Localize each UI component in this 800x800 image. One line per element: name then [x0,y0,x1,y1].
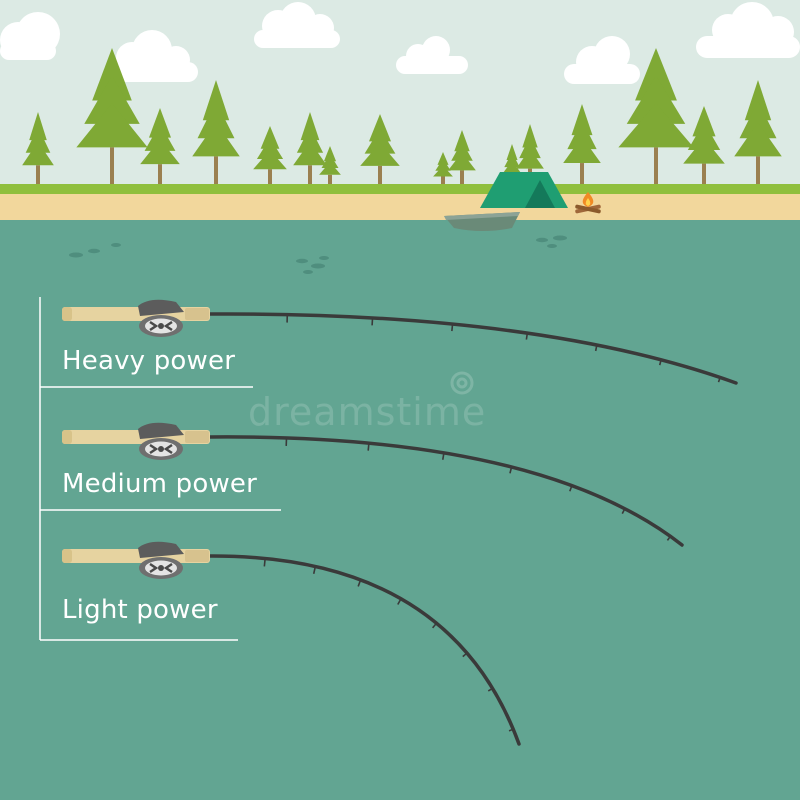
rod-guide [717,377,721,383]
pine-tree [140,108,180,186]
rod-guide [666,535,671,541]
watermark-logo [450,371,474,395]
pine-tree [683,106,725,186]
pine-tree [448,130,476,186]
cloud [0,12,60,60]
pine-tree [734,80,782,186]
sand-beach [0,194,800,220]
reel-icon [138,422,184,460]
fishing-rods [62,299,738,746]
pine-tree [360,114,400,186]
cloud [254,2,340,48]
trees [22,48,782,186]
reel-icon [138,541,184,579]
rod-guide [509,466,513,474]
pine-tree [192,80,240,186]
clouds [0,2,800,84]
rod-guide [312,566,317,574]
rod-guide [594,344,598,352]
rod-guide [441,452,445,460]
rod-guide [569,485,573,492]
rod-guide [462,652,468,658]
rod-guide [263,558,266,567]
rod-guide [451,324,454,332]
medium-power-label: Medium power [62,469,257,499]
rod-guide [367,443,370,451]
cloud [564,36,640,84]
medium-rod [62,422,684,547]
heavy-rod [62,299,738,385]
rod-blank [208,435,684,547]
rowboat [444,212,520,231]
rod-guide [432,622,438,629]
reel-icon [138,299,184,337]
rod-guide [508,728,514,732]
fish-school [69,235,567,274]
rod-guide [525,333,529,340]
rod-guide [658,359,662,366]
rod-blank [208,554,521,746]
light-rod [62,541,521,746]
cloud [396,36,468,74]
rod-blank [208,312,738,385]
light-power-label: Light power [62,595,218,625]
pine-tree [618,48,694,186]
pine-tree [22,112,54,186]
rod-guide [397,598,402,605]
pine-tree [319,146,341,186]
cloud [696,2,800,58]
rod-guide [487,687,493,692]
tent [480,172,568,208]
campfire [575,192,601,214]
rod-guide [621,508,626,514]
pine-tree [76,48,148,186]
pine-tree [563,104,601,186]
guide-lines [39,297,281,641]
pine-tree [253,126,287,186]
cloud [116,30,198,82]
pine-tree [293,112,327,186]
heavy-power-label: Heavy power [62,346,236,376]
watermark-text: dreamstime [248,390,487,434]
rod-guide [357,579,362,587]
grass-strip [0,184,800,194]
pine-tree [433,152,453,186]
